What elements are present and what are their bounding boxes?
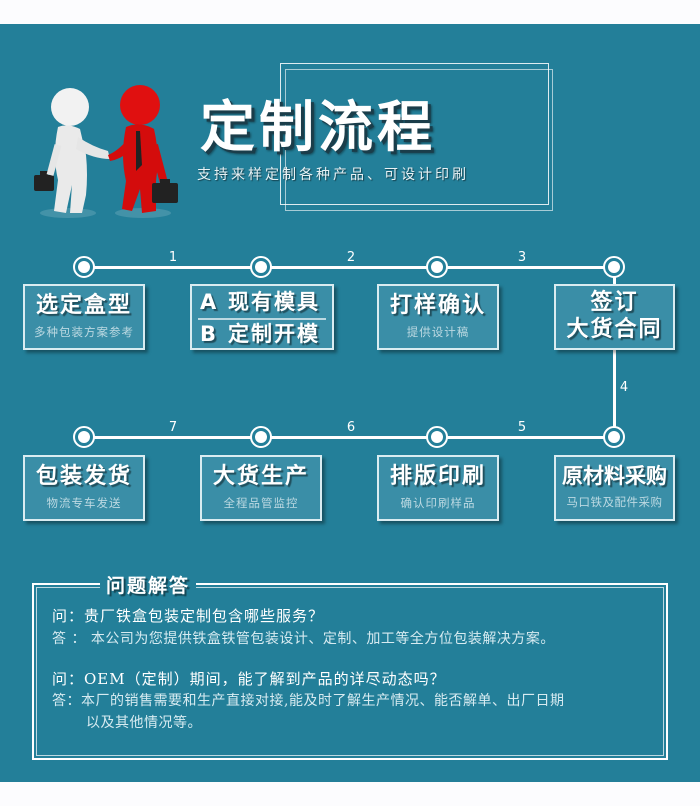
step-box-sample-confirm: 打样确认 提供设计稿 [377, 284, 499, 350]
faq-frame-inner [36, 587, 664, 756]
faq-frame-outer [32, 583, 668, 760]
step-box-select-box-type: 选定盒型 多种包装方案参考 [23, 284, 145, 350]
option-a-tag: A [200, 290, 219, 314]
step-subtitle: 提供设计稿 [406, 325, 470, 339]
title-frame-outer [280, 63, 549, 205]
faq-answer: 答 ： 本公司为您提供铁盒铁管包装设计、定制、加工等全方位包装解决方案。 [52, 631, 555, 647]
step-box-printing: 排版印刷 确认印刷样品 [377, 455, 499, 521]
step-dot [73, 426, 95, 448]
faq-question: 问：贵厂铁盒包装定制包含哪些服务？ [52, 607, 325, 625]
step-dot [250, 256, 272, 278]
step-number: 6 [346, 420, 356, 435]
step-number: 5 [517, 420, 527, 435]
title-frame-inner [285, 69, 553, 211]
step-dot [426, 426, 448, 448]
step-dot [426, 256, 448, 278]
option-b: B 定制开模 [192, 324, 332, 345]
step-subtitle: 马口铁及配件采购 [566, 495, 663, 509]
page-subtitle: 支持来样定制各种产品、可设计印刷 [197, 167, 469, 183]
step-title: 大货生产 [212, 464, 309, 489]
faq-answer-continued: 以及其他情况等。 [86, 715, 202, 731]
handshake-icon [34, 85, 178, 218]
step-subtitle: 确认印刷样品 [400, 496, 476, 510]
step-number: 2 [346, 250, 356, 265]
faq-question: 问：OEM（定制）期间，能了解到产品的详尽动态吗？ [52, 670, 446, 688]
step-title: 排版印刷 [389, 464, 486, 489]
step-box-packing-shipping: 包装发货 物流专车发送 [23, 455, 145, 521]
step-dot [603, 426, 625, 448]
faq-heading: 问题解答 [100, 571, 197, 598]
step-title: 包装发货 [35, 464, 132, 489]
step-subtitle: 全程品管监控 [223, 496, 299, 510]
step-box-mold-options: A 现有模具 B 定制开模 [190, 284, 334, 350]
step-title-line1: 签订 [590, 290, 639, 315]
option-a-label: 现有模具 [228, 290, 320, 314]
process-line-row2 [83, 436, 614, 439]
step-number: 4 [619, 380, 629, 395]
option-b-tag: B [200, 322, 219, 346]
page-title: 定制流程 [200, 95, 437, 159]
process-line-row1 [83, 266, 614, 269]
process-line-vertical [613, 266, 616, 438]
step-subtitle: 多种包装方案参考 [34, 325, 134, 339]
step-number: 1 [168, 250, 178, 265]
step-dot [603, 256, 625, 278]
faq-answer: 答：本厂的销售需要和生产直接对接,能及时了解生产情况、能否解单、出厂日期 [52, 693, 565, 709]
option-divider [198, 318, 326, 320]
step-box-material-purchase: 原材料采购 马口铁及配件采购 [554, 455, 675, 521]
step-title-line2: 大货合同 [566, 317, 663, 342]
step-box-mass-production: 大货生产 全程品管监控 [200, 455, 322, 521]
step-dot [250, 426, 272, 448]
option-a: A 现有模具 [192, 292, 332, 313]
step-title: 原材料采购 [562, 464, 667, 488]
step-box-sign-contract: 签订 大货合同 [554, 284, 675, 350]
option-b-label: 定制开模 [228, 322, 320, 346]
step-title: 打样确认 [389, 293, 486, 318]
handshake-illustration [28, 85, 178, 220]
step-number: 7 [168, 420, 178, 435]
step-dot [73, 256, 95, 278]
step-number: 3 [517, 250, 527, 265]
step-title: 选定盒型 [35, 293, 132, 318]
step-subtitle: 物流专车发送 [46, 496, 122, 510]
